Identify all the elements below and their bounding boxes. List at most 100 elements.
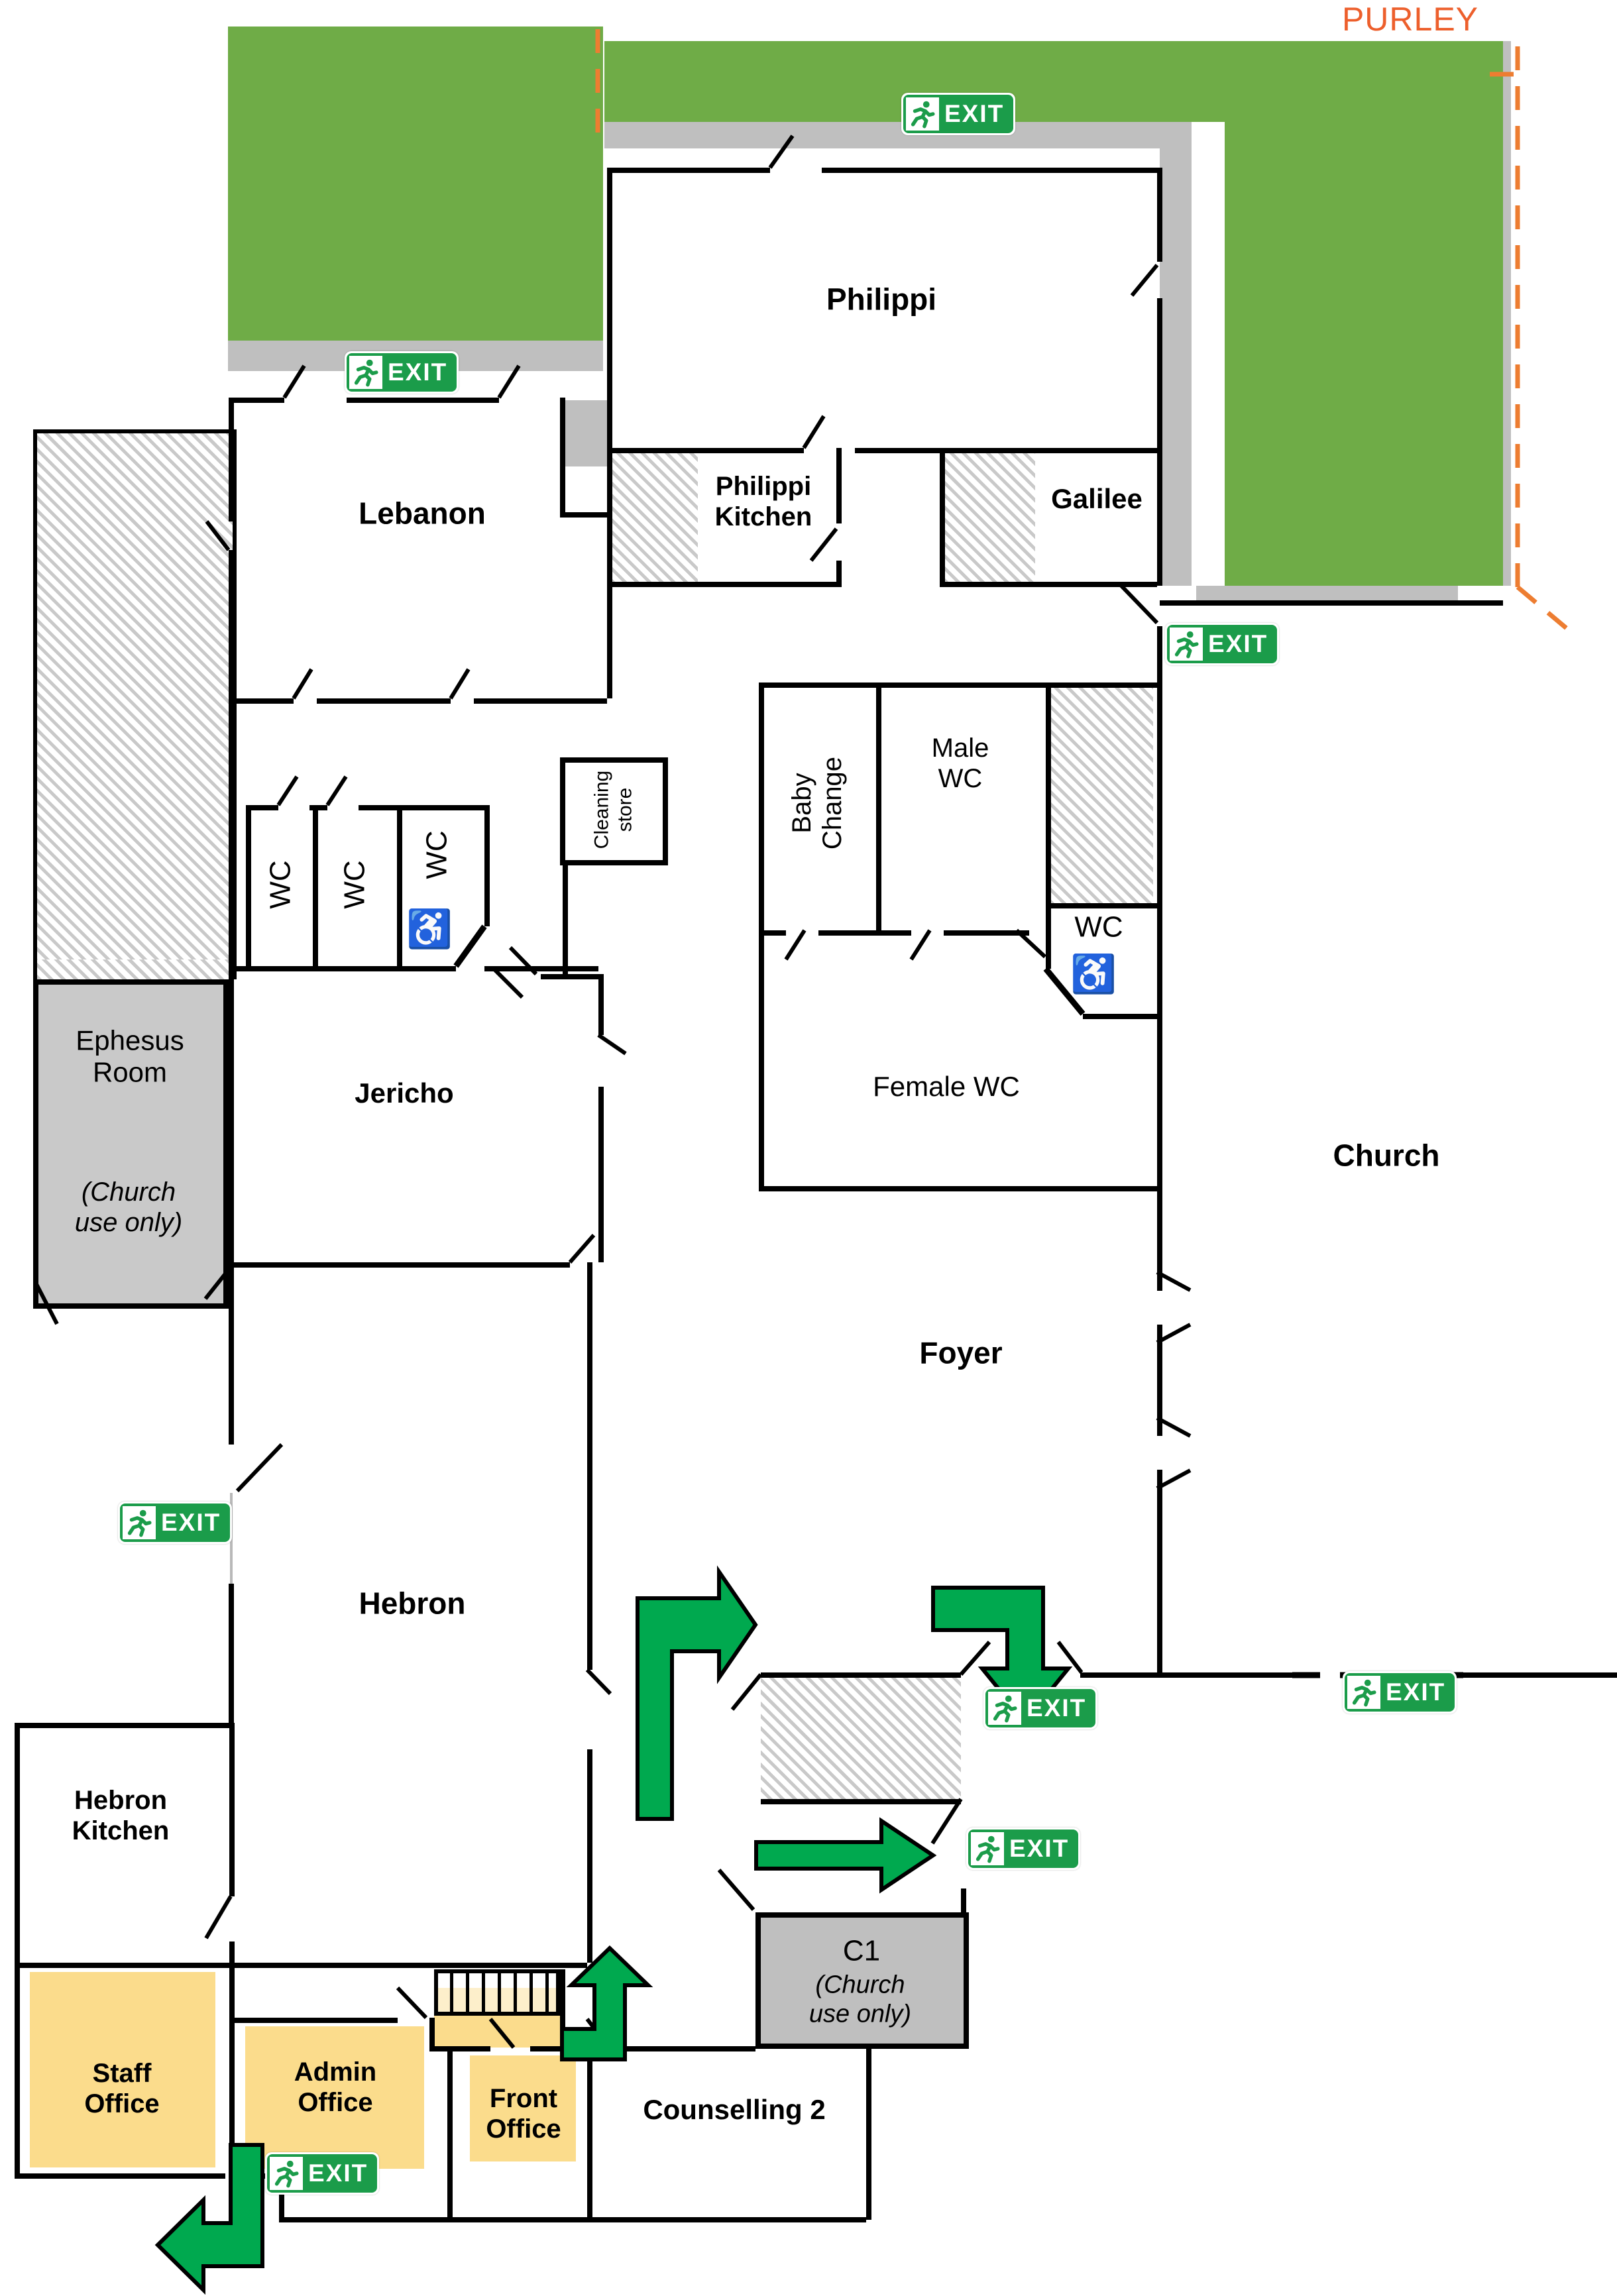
wall	[1157, 1325, 1162, 1436]
running-man-icon	[349, 356, 382, 389]
exit-sign: EXIT	[983, 1687, 1098, 1729]
exit-sign: EXIT	[1165, 623, 1280, 665]
wall	[530, 2046, 587, 2051]
wall	[229, 1941, 235, 2173]
wall	[560, 860, 668, 865]
wall	[759, 930, 786, 936]
wall	[560, 1969, 565, 2049]
exit-sign-label: EXIT	[1208, 630, 1268, 657]
front-office-fill	[470, 2055, 576, 2161]
wall	[359, 805, 484, 810]
wall	[246, 805, 278, 810]
exit-sign-label: EXIT	[1027, 1694, 1087, 1722]
wall	[876, 683, 881, 930]
wall	[855, 448, 1157, 453]
wall	[598, 974, 604, 1035]
wall	[587, 1749, 592, 1963]
wall	[1463, 1672, 1617, 1678]
wall	[1157, 626, 1162, 1291]
wall	[313, 805, 318, 966]
staircase	[434, 1969, 560, 2016]
wall	[587, 2049, 592, 2220]
room-note-ephesus: (Church use only)	[74, 1177, 183, 1237]
wall	[229, 1584, 234, 1728]
wall	[279, 2173, 284, 2222]
room-label-wc-2: WC	[338, 860, 371, 909]
room-label-front-office: Front Office	[486, 2084, 561, 2144]
wall	[818, 930, 911, 936]
room-note-c1: (Church use only)	[808, 1971, 912, 2028]
room-label-female-wc: Female WC	[873, 1070, 1020, 1102]
wall	[759, 683, 1157, 688]
wall	[563, 860, 568, 974]
path-vertical-strip	[1160, 122, 1192, 586]
wall	[279, 2217, 866, 2222]
hatch-west-strip	[33, 429, 237, 967]
escape-arrow-up-right	[636, 1565, 758, 1821]
path-under-top-band	[604, 122, 1192, 148]
path-grass-right-edge	[1503, 41, 1511, 586]
wall	[598, 1087, 604, 1262]
wall	[484, 966, 598, 971]
exit-sign: EXIT	[966, 1828, 1081, 1870]
wall	[429, 2046, 490, 2051]
exit-sign-label: EXIT	[308, 2159, 368, 2187]
running-man-icon	[906, 97, 939, 131]
wall	[229, 398, 284, 403]
exit-sign-label: EXIT	[944, 100, 1005, 127]
wall	[560, 757, 565, 865]
exit-sign: EXIT	[345, 351, 459, 394]
room-label-staff-office: Staff Office	[84, 2059, 160, 2118]
hatch-galilee	[944, 452, 1035, 582]
wall	[317, 698, 451, 704]
wall	[836, 561, 842, 587]
exit-sign: EXIT	[1343, 1671, 1457, 1714]
wall	[761, 1799, 961, 1804]
wall	[610, 2046, 755, 2051]
running-man-icon	[270, 2157, 303, 2190]
wall	[761, 1672, 961, 1678]
wall	[229, 698, 294, 704]
room-label-ephesus: Ephesus Room	[76, 1024, 184, 1088]
wall	[15, 2173, 225, 2179]
room-label-c1: C1	[842, 1934, 881, 1967]
wall	[944, 930, 1029, 936]
grass-left	[228, 27, 603, 341]
wall	[1157, 298, 1162, 586]
wall	[1157, 168, 1162, 262]
path-under-grass-right	[1196, 586, 1458, 602]
wall	[560, 512, 612, 518]
exit-sign-label: EXIT	[1009, 1835, 1070, 1862]
room-label-church: Church	[1333, 1138, 1440, 1173]
c1-room-fill	[755, 1912, 969, 2049]
hatch-lobby	[761, 1677, 961, 1804]
wall	[587, 1262, 592, 1670]
wall	[347, 398, 499, 403]
wall	[822, 168, 1157, 173]
exit-sign-label: EXIT	[161, 1509, 221, 1536]
hatch-wc-column	[1050, 686, 1153, 903]
wall	[15, 1963, 587, 1968]
admin-office-fill	[245, 2026, 424, 2169]
wall	[940, 582, 1157, 587]
room-label-philippi-kitchen: Philippi Kitchen	[714, 472, 812, 531]
wall	[397, 805, 402, 966]
room-label-baby-change: Baby Change	[787, 756, 847, 850]
ephesus-room-fill	[33, 979, 229, 1309]
wall	[866, 2049, 871, 2220]
room-label-wc-1: WC	[264, 860, 297, 909]
running-man-icon	[1347, 1676, 1380, 1709]
room-label-cleaning-store: Cleaning store	[590, 770, 636, 849]
wall	[474, 698, 607, 704]
wall	[229, 2018, 398, 2023]
exit-sign-label: EXIT	[1386, 1678, 1446, 1706]
room-label-counselling-2: Counselling 2	[643, 2093, 826, 2125]
grass-right-block	[1225, 41, 1503, 586]
room-label-wc-accessible-left: WC	[420, 830, 453, 879]
wall	[961, 1888, 966, 1912]
running-man-icon	[988, 1692, 1021, 1725]
wall	[447, 2049, 453, 2220]
hatch-ephesus-top	[33, 959, 237, 979]
room-label-wc-accessible-right: WC	[1074, 910, 1123, 944]
hatch-philippi-kitchen	[610, 452, 698, 582]
